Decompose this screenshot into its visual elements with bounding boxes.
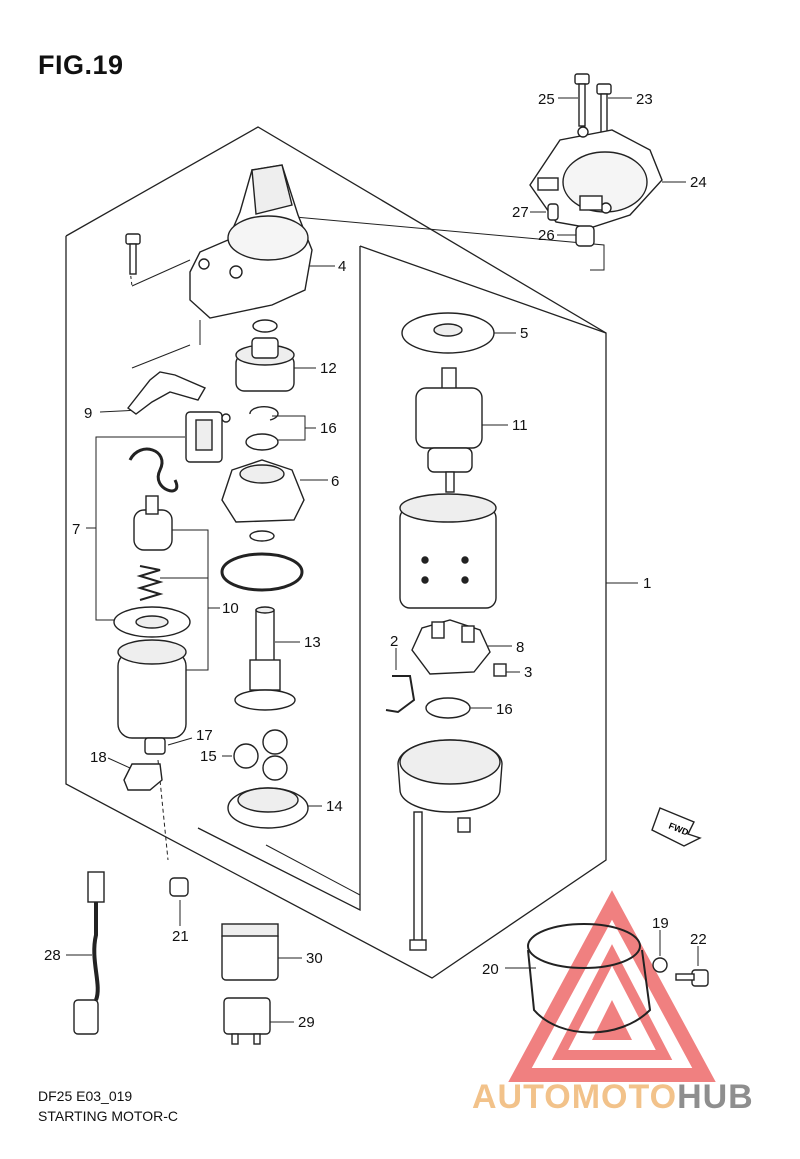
callout-13: 13 <box>304 634 321 651</box>
callout-9: 9 <box>84 405 92 422</box>
callout-10: 10 <box>222 600 239 617</box>
callout-11: 11 <box>512 417 528 434</box>
solenoid-housing-4-icon <box>189 164 313 319</box>
o-ring-icon <box>252 319 278 333</box>
assembly-frame <box>65 126 607 979</box>
spring-wire-icon <box>128 447 179 493</box>
callout-28: 28 <box>44 947 61 964</box>
brush-lead-2-icon <box>385 675 416 714</box>
callout-7: 7 <box>72 521 80 538</box>
callout-19: 19 <box>652 915 669 932</box>
nut-3-icon <box>493 663 507 677</box>
callout-27: 27 <box>512 204 529 221</box>
screw-icon <box>457 817 471 833</box>
washer-16b-icon <box>425 697 471 719</box>
fwd-arrow-icon <box>651 807 702 847</box>
solenoid-bracket-icon <box>185 411 231 463</box>
bolt-25-icon <box>574 73 590 127</box>
callout-2: 2 <box>390 633 398 650</box>
bolt-4-icon <box>125 233 141 275</box>
through-bolt-icon <box>409 811 427 951</box>
callout-29: 29 <box>298 1014 315 1031</box>
callouts: 1 2 3 4 5 6 7 8 9 10 11 12 13 14 15 16 1… <box>44 91 707 1031</box>
callout-24: 24 <box>690 174 707 191</box>
plunger-icon <box>133 495 173 551</box>
solenoid-body-icon <box>117 639 187 739</box>
callout-8: 8 <box>516 639 524 656</box>
callout-14: 14 <box>326 798 343 815</box>
model-code: DF25 E03_019 <box>38 1088 133 1104</box>
figure-title: FIG.19 <box>38 50 124 80</box>
callout-4: 4 <box>338 258 346 275</box>
callout-16: 16 <box>320 420 337 437</box>
diagram-caption: STARTING MOTOR-C <box>38 1108 178 1124</box>
callout-20: 20 <box>482 961 499 978</box>
shaft-13-icon <box>234 606 296 711</box>
snap-ring-16-icon <box>249 406 279 421</box>
callout-22: 22 <box>690 931 707 948</box>
mount-bracket-24-icon <box>529 126 663 229</box>
watermark-triangle <box>508 890 716 1082</box>
bolt-23-icon <box>596 83 612 137</box>
end-cover-icon <box>397 739 503 813</box>
washer-icon <box>249 530 275 542</box>
callout-25: 25 <box>538 91 555 108</box>
callout-3: 3 <box>524 664 532 681</box>
end-cap-6-icon <box>221 459 305 523</box>
wire-harness-28-icon <box>73 871 105 1035</box>
callout-1: 1 <box>643 575 651 592</box>
bushing-26-icon <box>575 225 595 247</box>
pin-27-icon <box>547 203 559 221</box>
callout-23: 23 <box>636 91 653 108</box>
callout-12: 12 <box>320 360 337 377</box>
relay-29-icon <box>223 997 271 1045</box>
relay-30-icon <box>221 923 279 981</box>
callout-6: 6 <box>331 473 339 490</box>
callout-5: 5 <box>520 325 528 342</box>
shift-lever-9-icon <box>127 371 207 415</box>
leader-lines <box>66 97 699 1023</box>
armature-11-icon <box>415 367 483 493</box>
band-20-icon <box>527 923 652 1034</box>
callout-16b: 16 <box>496 701 513 718</box>
callout-21: 21 <box>172 928 189 945</box>
terminal-17-icon <box>144 737 166 755</box>
watermark-logo: AUTOMOTOHUB <box>472 1078 754 1117</box>
watermark-text-1: AUTOMOTO <box>472 1078 678 1116</box>
terminal-19-icon <box>652 957 668 973</box>
yoke-icon <box>399 493 497 609</box>
callout-15: 15 <box>200 748 217 765</box>
spring-icon <box>136 565 164 601</box>
pinion-12-icon <box>235 337 295 392</box>
screw-22-icon <box>675 969 709 987</box>
callout-30: 30 <box>306 950 323 967</box>
callout-26: 26 <box>538 227 555 244</box>
washer-16-icon <box>245 433 279 451</box>
brush-holder-8-icon <box>411 619 491 675</box>
thrust-plate-5-icon <box>401 312 495 354</box>
nut-21-icon <box>169 877 189 897</box>
clamp-18-icon <box>123 763 163 791</box>
callout-18: 18 <box>90 749 107 766</box>
gasket-icon <box>220 552 304 592</box>
planet-gears-15-icon <box>233 729 288 781</box>
ring-gear-14-icon <box>227 787 309 829</box>
callout-17: 17 <box>196 727 213 744</box>
watermark-text-2: HUB <box>677 1078 754 1116</box>
plate-icon <box>113 606 191 638</box>
